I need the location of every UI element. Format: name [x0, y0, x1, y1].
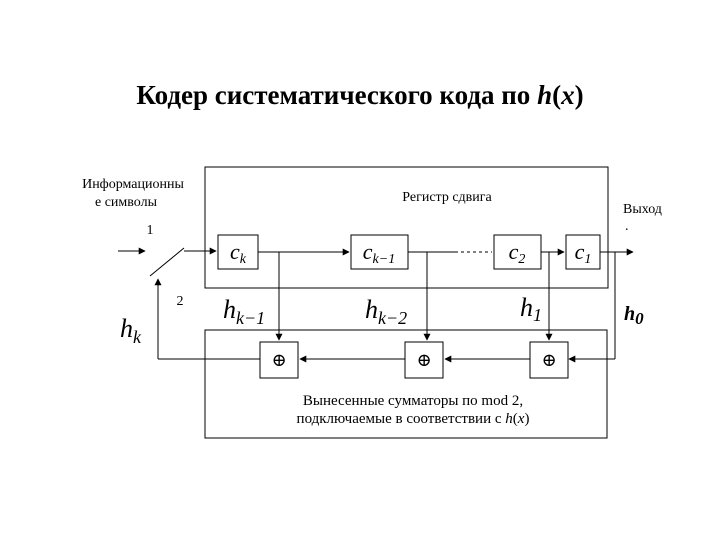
switch-lever — [149, 247, 185, 277]
svg-text:⊕: ⊕ — [271, 350, 286, 370]
register-cell-ck-1: ck−1 — [350, 234, 409, 270]
switch-position-2: 2 — [177, 294, 184, 309]
adder-1: ⊕ — [259, 341, 299, 379]
svg-text:⊕: ⊕ — [541, 350, 556, 370]
register-cell-c2: c2 — [493, 234, 542, 270]
tap-label-hk: hk — [120, 314, 142, 347]
svg-text:⊕: ⊕ — [416, 350, 431, 370]
adders-box — [204, 329, 608, 439]
adder-2: ⊕ — [404, 341, 444, 379]
input-label-line1: Информационны — [82, 177, 184, 192]
tap-label-hk-2: hk−2 — [365, 295, 407, 328]
adders-label-line1: Вынесенные сумматоры по mod 2, — [303, 393, 523, 409]
output-label-line1: Выход — [623, 202, 662, 217]
page-title: Кодер систематического кода по h(x) — [136, 80, 583, 110]
svg-text:ck−1: ck−1 — [363, 239, 395, 267]
shift-register-box — [204, 166, 609, 289]
input-label-line2: е символы — [95, 195, 158, 210]
svg-text:ck: ck — [230, 239, 247, 267]
svg-text:c2: c2 — [509, 239, 526, 267]
svg-text:c1: c1 — [575, 239, 592, 267]
tap-label-hk-1: hk−1 — [223, 295, 265, 328]
tap-label-h1: h1 — [520, 293, 542, 325]
adders-label-line2: подключаемые в соответствии с h(x) — [297, 411, 530, 427]
tap-label-h0: h0 — [624, 303, 644, 328]
adder-3: ⊕ — [529, 341, 569, 379]
output-label-line2: . — [625, 219, 629, 234]
register-label: Регистр сдвига — [402, 190, 492, 205]
register-cell-ck: ck — [217, 234, 259, 270]
switch-position-1: 1 — [147, 223, 154, 238]
register-cell-c1: c1 — [565, 234, 601, 270]
